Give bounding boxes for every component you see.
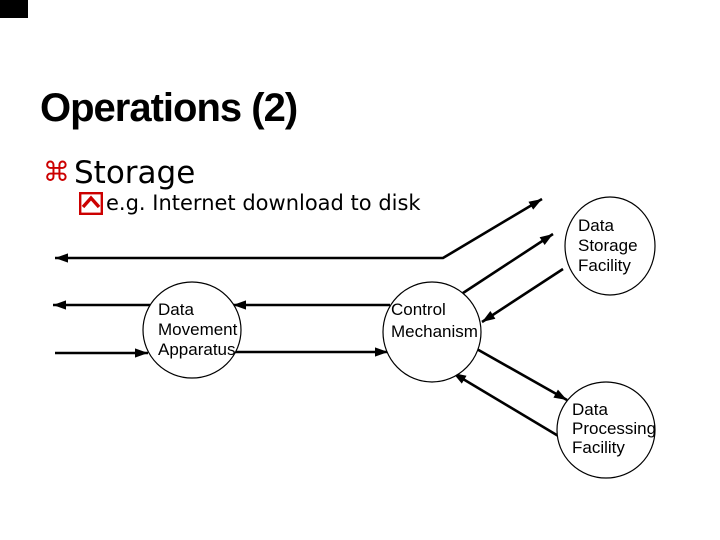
- data-processing-facility-ellipse: [556, 381, 656, 479]
- arrowhead: [553, 389, 567, 400]
- arrowhead: [233, 300, 246, 310]
- data-movement-apparatus-ellipse: [142, 281, 242, 379]
- arrow-external-left-to-data-movement-apparatus: [55, 348, 148, 358]
- arrowhead: [55, 253, 68, 263]
- arrow-external-left-to-data-storage-facility: [55, 197, 543, 263]
- arrowhead: [375, 347, 388, 357]
- bullet-storage-label: Storage: [74, 155, 196, 191]
- arrow-data-movement-apparatus-to-external-left: [53, 300, 150, 310]
- arrow-data-processing-facility-to-control-mechanism: [452, 371, 561, 439]
- command-bullet-icon: ⌘: [43, 157, 70, 188]
- slide-corner-mark: [0, 0, 28, 18]
- arrow-control-mechanism-to-data-storage-facility: [462, 232, 554, 295]
- arrowhead: [135, 348, 148, 358]
- arrowhead: [528, 199, 542, 210]
- control-mechanism-ellipse: [382, 281, 482, 383]
- arrow-control-mechanism-to-data-movement-apparatus: [233, 300, 390, 310]
- bullet-example-label: e.g. Internet download to disk: [106, 191, 421, 215]
- arrowhead: [539, 234, 553, 245]
- arrowhead: [53, 300, 66, 310]
- arrow-data-storage-facility-to-control-mechanism: [481, 267, 564, 324]
- arrow-control-mechanism-to-data-processing-facility: [474, 346, 568, 402]
- bullet-storage: ⌘Storage: [43, 156, 195, 190]
- caret-box-icon: [79, 192, 104, 220]
- arrow-data-movement-apparatus-to-control-mechanism: [234, 347, 388, 357]
- arrowhead: [482, 311, 496, 322]
- data-storage-facility-ellipse: [564, 196, 656, 296]
- bullet-example: e.g. Internet download to disk: [79, 190, 421, 218]
- slide-title: Operations (2): [40, 85, 298, 130]
